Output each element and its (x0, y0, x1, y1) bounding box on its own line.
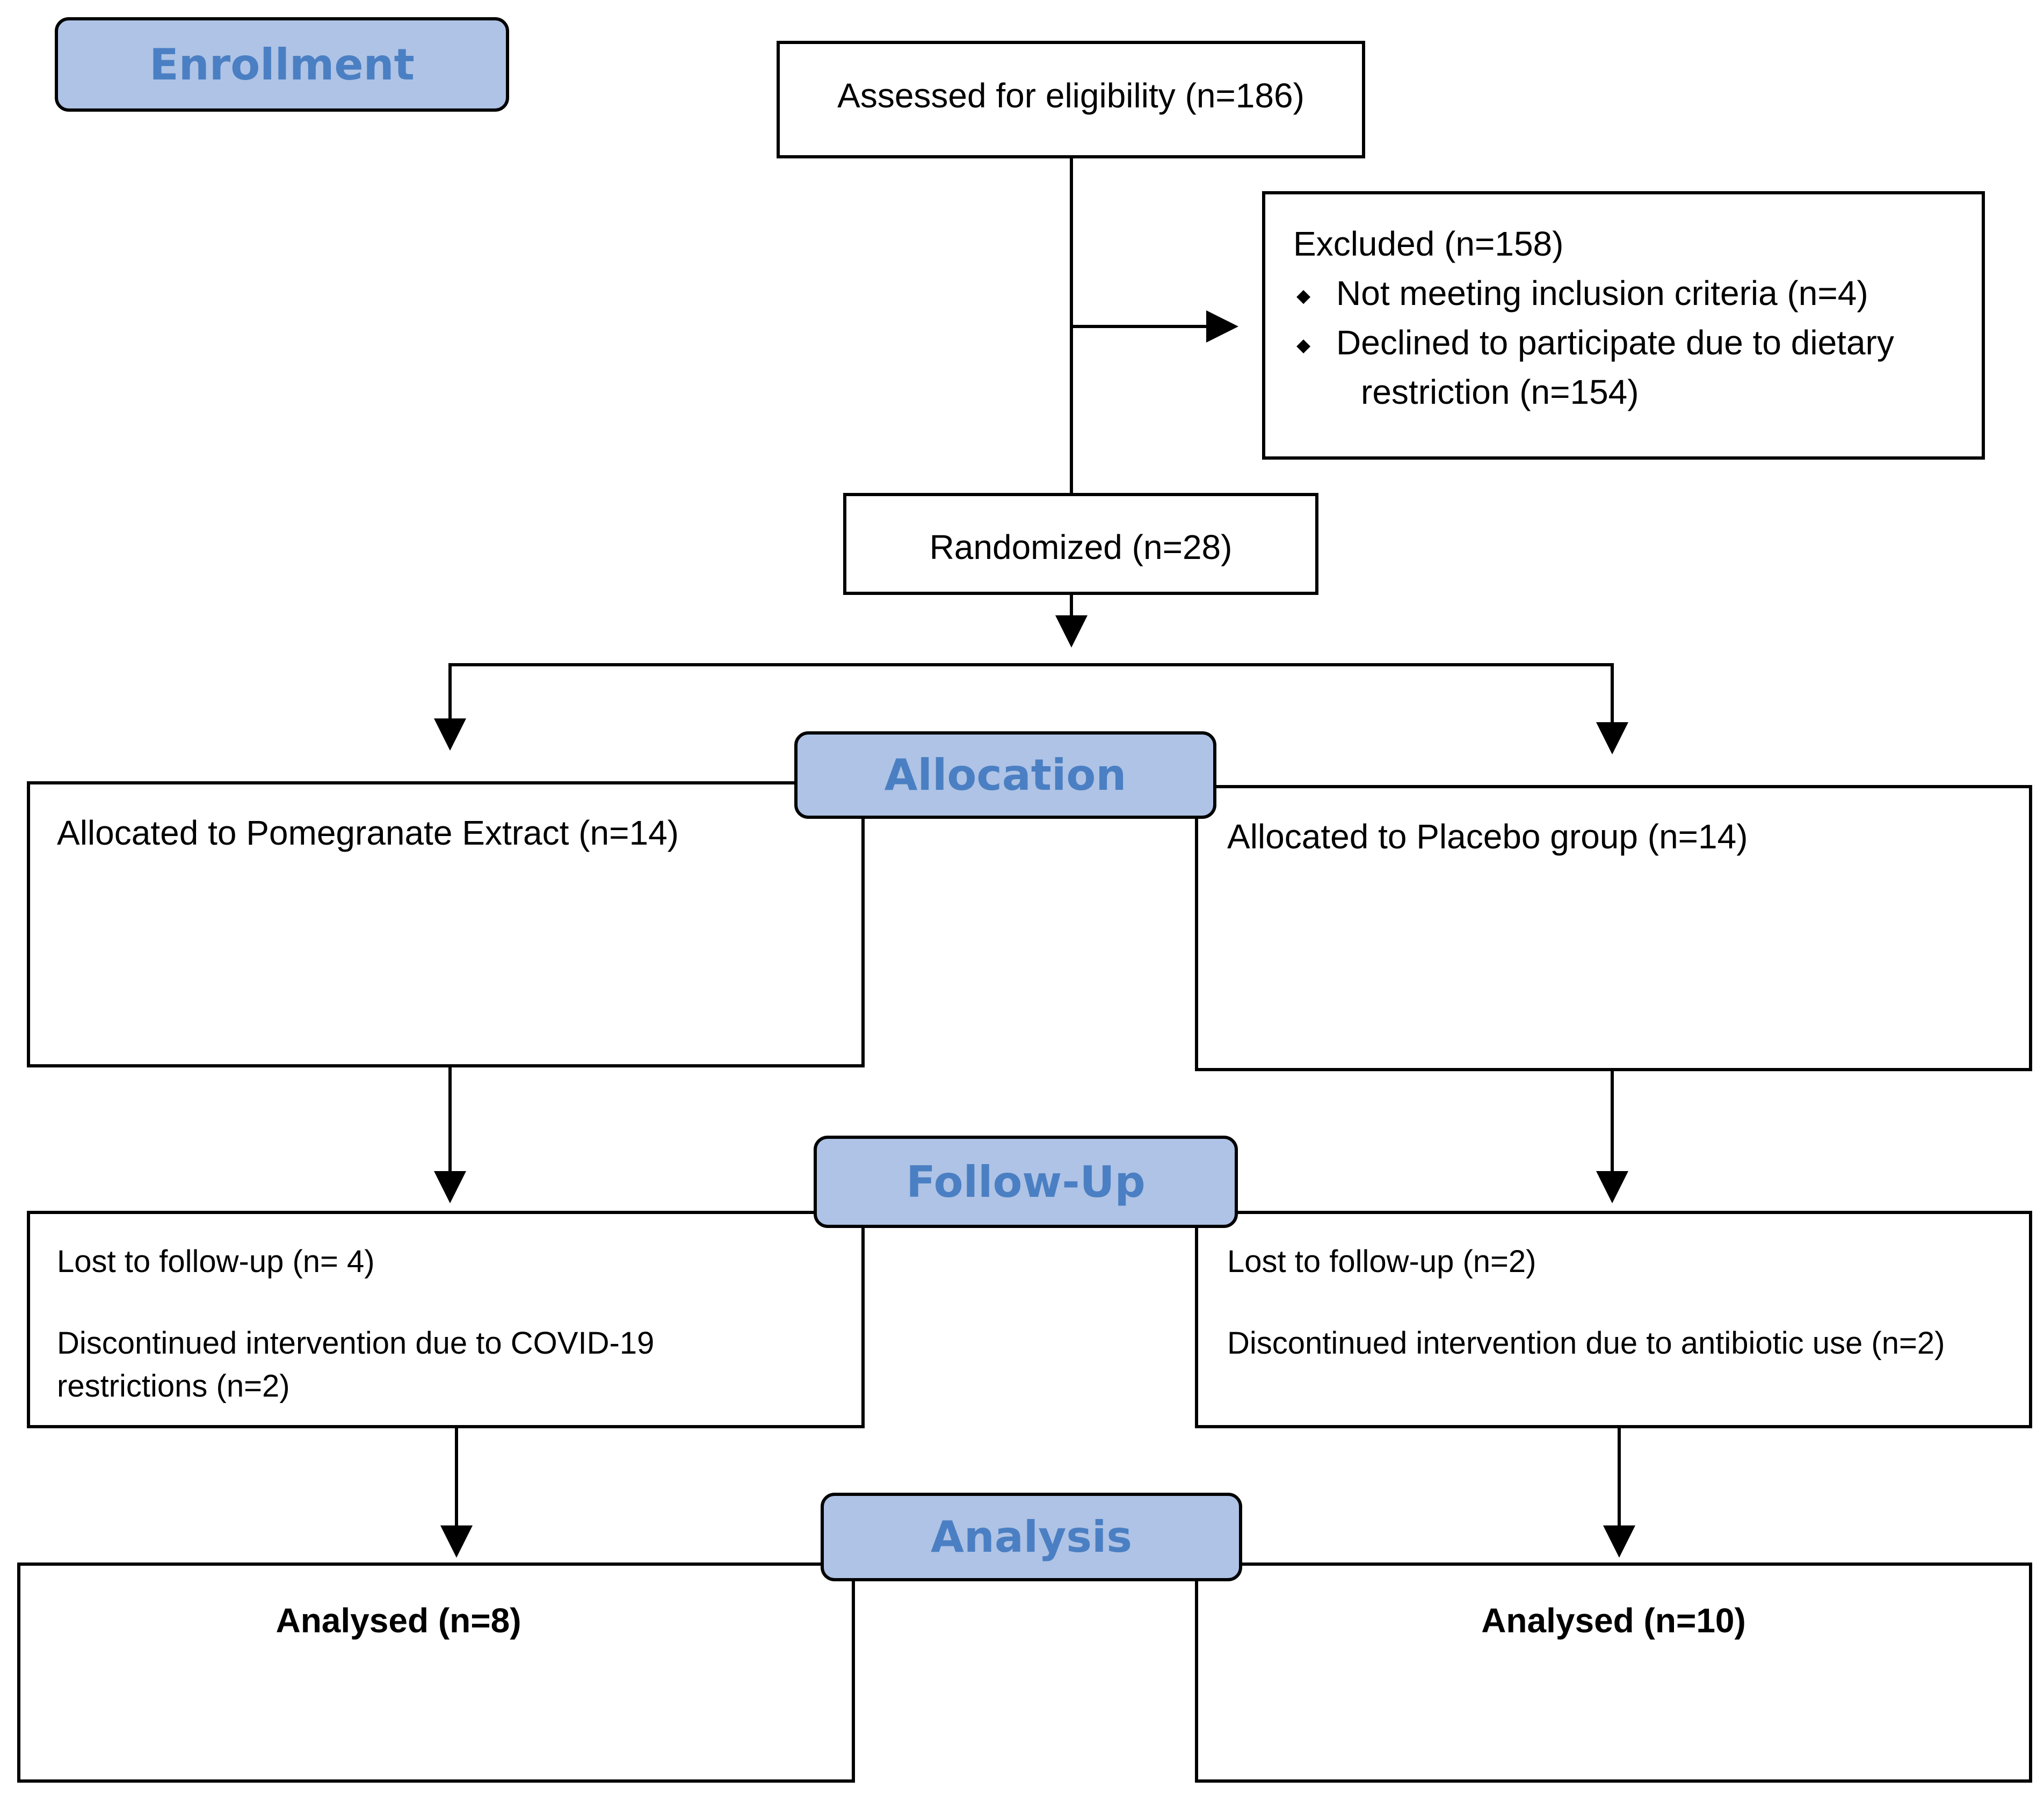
assessed-text: Assessed for eligibility (n=186) (837, 76, 1304, 115)
allocated-right-text: Allocated to Placebo group (n=14) (1227, 817, 1748, 856)
excluded-bullet-2: ◆ (1296, 335, 1311, 355)
stage-allocation-text: Allocation (884, 750, 1127, 800)
analysed-right-box: Analysed (n=10) (1195, 1563, 2032, 1783)
analysed-right-text: Analysed (n=10) (1481, 1601, 1746, 1640)
followup-left-box: Lost to follow-up (n= 4) Discontinued in… (27, 1211, 865, 1428)
allocated-left-text: Allocated to Pomegranate Extract (n=14) (57, 813, 679, 852)
stage-analysis-label: Analysis (821, 1493, 1242, 1581)
followup-right-box: Lost to follow-up (n=2) Discontinued int… (1195, 1211, 2032, 1428)
excluded-box: Excluded (n=158) ◆ Not meeting inclusion… (1262, 191, 1985, 460)
analysed-left-text: Analysed (n=8) (276, 1601, 521, 1640)
randomized-text: Randomized (n=28) (929, 528, 1233, 566)
assessed-box: Assessed for eligibility (n=186) (777, 41, 1365, 158)
allocated-right-box: Allocated to Placebo group (n=14) (1195, 785, 2032, 1071)
stage-follow-up-label: Follow-Up (814, 1136, 1238, 1228)
excluded-title: Excluded (n=158) (1293, 224, 1564, 263)
stage-allocation-label: Allocation (794, 731, 1216, 819)
analysed-left-box: Analysed (n=8) (17, 1563, 855, 1783)
stage-analysis-text: Analysis (930, 1512, 1133, 1562)
randomized-box: Randomized (n=28) (843, 493, 1318, 595)
allocated-left-box: Allocated to Pomegranate Extract (n=14) (27, 781, 865, 1067)
followup-right-discontinued: Discontinued intervention due to antibio… (1227, 1326, 1945, 1361)
connector-split (448, 663, 1614, 747)
excluded-item-2: Declined to participate due to dietary (1336, 323, 1894, 362)
excluded-bullet-1: ◆ (1296, 286, 1311, 306)
stage-enrollment-label: Enrollment (55, 17, 509, 112)
followup-left-lost: Lost to follow-up (n= 4) (57, 1244, 375, 1279)
excluded-item-2-continued: restriction (n=154) (1361, 373, 1639, 411)
stage-follow-up-text: Follow-Up (906, 1157, 1146, 1207)
followup-right-lost: Lost to follow-up (n=2) (1227, 1244, 1536, 1279)
followup-left-discontinued-line1: Discontinued intervention due to COVID-1… (57, 1326, 655, 1361)
stage-enrollment-text: Enrollment (149, 39, 415, 90)
followup-left-discontinued-line2: restrictions (n=2) (57, 1369, 290, 1404)
excluded-item-1: Not meeting inclusion criteria (n=4) (1336, 274, 1868, 313)
